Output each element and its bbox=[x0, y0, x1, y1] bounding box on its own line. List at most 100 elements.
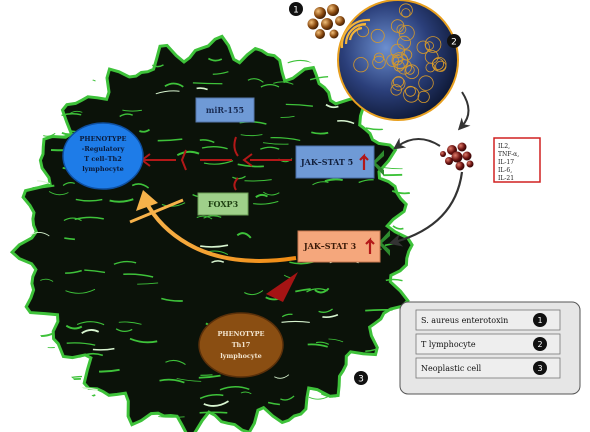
jak-stat5-box: JAK–STAT 5 bbox=[295, 145, 375, 179]
membrane-cell bbox=[405, 85, 416, 97]
legend-label-0: S. aureus enterotoxin bbox=[421, 316, 508, 325]
membrane-fold bbox=[311, 131, 329, 135]
treg-line-1: -Regulatory bbox=[82, 145, 125, 153]
membrane-fold bbox=[68, 60, 83, 64]
membrane-cell bbox=[424, 50, 439, 64]
membrane-fold bbox=[31, 413, 55, 418]
membrane-fold bbox=[68, 76, 96, 82]
membrane-fold bbox=[267, 401, 280, 406]
membrane-fold bbox=[247, 78, 264, 83]
membrane-fold bbox=[155, 90, 180, 95]
treg-line-0: PHENOTYPE bbox=[80, 135, 127, 143]
membrane-fold bbox=[211, 260, 225, 264]
legend-label-1: T lymphocyte bbox=[421, 340, 476, 349]
membrane-fold bbox=[274, 374, 290, 379]
membrane-fold bbox=[48, 191, 69, 196]
membrane-fold bbox=[365, 126, 395, 131]
treg-line-3: lymphocyte bbox=[82, 165, 124, 173]
marker-1-text: 1 bbox=[293, 6, 299, 16]
membrane-cell bbox=[416, 40, 430, 54]
membrane-fold bbox=[337, 120, 355, 125]
phenotype-th17: PHENOTYPE Th17 lymphocyte bbox=[198, 312, 284, 378]
membrane-fold bbox=[255, 193, 269, 198]
membrane-cell bbox=[396, 24, 407, 35]
membrane-fold bbox=[203, 215, 222, 219]
red-arrowhead-stat3-to-th17 bbox=[266, 272, 298, 302]
membrane-fold bbox=[161, 202, 186, 207]
membrane-fold bbox=[40, 278, 54, 282]
membrane-fold bbox=[263, 191, 280, 196]
membrane-fold bbox=[192, 82, 223, 85]
enterotoxin-cluster bbox=[307, 4, 345, 39]
legend-label-2: Neoplastic cell bbox=[421, 364, 482, 373]
membrane-cell bbox=[356, 25, 370, 38]
membrane-fold bbox=[196, 215, 213, 220]
membrane-fold bbox=[65, 288, 96, 294]
membrane-cell bbox=[373, 52, 385, 64]
membrane-fold bbox=[129, 337, 158, 344]
membrane-fold bbox=[65, 324, 83, 330]
membrane-cell bbox=[390, 43, 406, 59]
membrane-fold bbox=[137, 282, 159, 285]
foxp3-label: FOXP3 bbox=[208, 199, 239, 209]
membrane-fold bbox=[118, 321, 142, 325]
receptor-stat5 bbox=[372, 150, 384, 176]
membrane-fold bbox=[76, 321, 105, 326]
membrane-fold bbox=[314, 287, 330, 294]
membrane-fold bbox=[64, 237, 75, 241]
membrane-fold bbox=[203, 400, 229, 407]
orange-arrows bbox=[129, 190, 297, 263]
membrane-fold bbox=[67, 375, 83, 379]
membrane-fold bbox=[37, 180, 51, 185]
mir155-box: miR-155 bbox=[195, 97, 255, 123]
membrane-fold bbox=[159, 378, 185, 384]
legend-item-t-lymphocyte: T lymphocyte 2 bbox=[415, 333, 561, 355]
membrane-fold bbox=[115, 328, 133, 333]
membrane-fold bbox=[281, 313, 293, 318]
legend-num-0: 1 bbox=[537, 316, 542, 325]
membrane-fold bbox=[92, 347, 115, 351]
membrane-cell bbox=[403, 86, 420, 103]
membrane-fold bbox=[201, 146, 228, 150]
up-arrow-icon bbox=[359, 153, 369, 170]
membrane-fold bbox=[199, 139, 215, 144]
membrane-fold bbox=[324, 178, 343, 183]
membrane-cell bbox=[435, 60, 447, 72]
membrane-fold bbox=[61, 113, 82, 117]
membrane-fold bbox=[200, 374, 213, 376]
membrane-fold bbox=[240, 134, 263, 137]
membrane-cell bbox=[398, 3, 413, 18]
membrane-fold bbox=[295, 288, 311, 293]
jak-stat3-label: JAK–STAT 3 bbox=[303, 241, 357, 251]
membrane-fold bbox=[79, 352, 104, 358]
jak-stat3-box: JAK–STAT 3 bbox=[297, 230, 381, 263]
cytokine-3: IL-6, bbox=[498, 167, 512, 174]
membrane-fold bbox=[119, 113, 133, 118]
membrane-fold bbox=[60, 62, 82, 66]
membrane-fold bbox=[164, 82, 184, 88]
membrane-fold bbox=[328, 338, 344, 343]
membrane-cell bbox=[417, 90, 430, 104]
membrane-fold bbox=[109, 198, 134, 203]
membrane-fold bbox=[113, 260, 137, 265]
membrane-fold bbox=[312, 181, 329, 186]
membrane-fold bbox=[123, 273, 154, 278]
membrane-fold bbox=[66, 342, 96, 346]
membrane-fold bbox=[289, 261, 314, 265]
phenotype-treg: PHENOTYPE -Regulatory T cell–Th2 lymphoc… bbox=[62, 122, 144, 190]
membrane-cell bbox=[404, 64, 420, 79]
membrane-fold bbox=[81, 329, 100, 334]
jak-stat5-label: JAK–STAT 5 bbox=[300, 157, 353, 167]
membrane-fold bbox=[157, 138, 183, 142]
membrane-cell bbox=[390, 84, 402, 96]
membrane-fold bbox=[62, 182, 75, 186]
membrane-cell bbox=[401, 8, 411, 18]
membrane-fold bbox=[56, 133, 70, 138]
membrane-fold bbox=[219, 386, 250, 391]
membrane-fold bbox=[69, 110, 83, 114]
legend-item-neoplastic: Neoplastic cell 3 bbox=[415, 357, 561, 379]
arrow-tcell-to-cytokines bbox=[457, 91, 471, 131]
foxp3-box: FOXP3 bbox=[197, 192, 249, 216]
membrane-fold bbox=[309, 76, 329, 81]
